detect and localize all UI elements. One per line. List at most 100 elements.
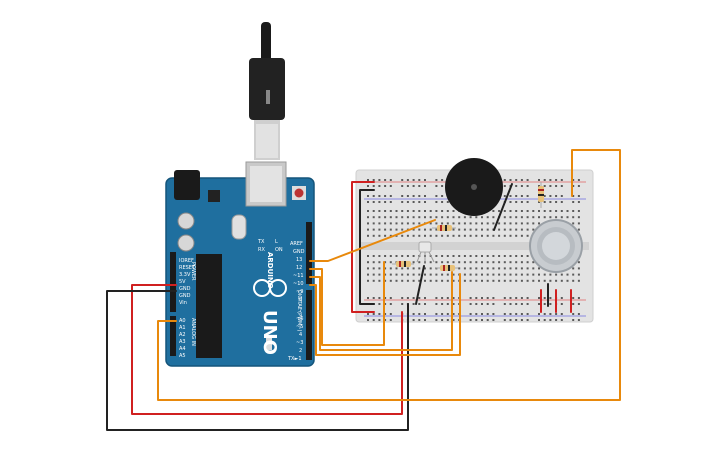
breadboard-hole[interactable]: [520, 255, 523, 257]
breadboard-hole[interactable]: [526, 297, 529, 299]
breadboard-hole[interactable]: [406, 267, 409, 270]
breadboard-hole[interactable]: [384, 228, 387, 231]
breadboard-hole[interactable]: [498, 210, 501, 212]
breadboard-hole[interactable]: [406, 279, 409, 282]
breadboard-hole[interactable]: [378, 179, 381, 181]
breadboard-hole[interactable]: [543, 273, 546, 276]
breadboard-hole[interactable]: [367, 261, 369, 264]
breadboard-hole[interactable]: [463, 261, 466, 264]
breadboard-hole[interactable]: [378, 313, 381, 315]
breadboard-hole[interactable]: [526, 179, 529, 181]
breadboard-hole[interactable]: [549, 297, 552, 299]
breadboard-hole[interactable]: [526, 201, 529, 203]
breadboard-hole[interactable]: [367, 319, 369, 321]
breadboard-hole[interactable]: [532, 210, 535, 212]
breadboard-hole[interactable]: [492, 267, 495, 270]
breadboard-hole[interactable]: [515, 216, 518, 219]
breadboard-hole[interactable]: [503, 261, 506, 264]
breadboard-hole[interactable]: [401, 303, 404, 305]
breadboard-hole[interactable]: [503, 185, 506, 187]
breadboard-hole[interactable]: [367, 297, 369, 299]
breadboard-hole[interactable]: [412, 195, 415, 197]
breadboard-hole[interactable]: [424, 201, 426, 203]
breadboard-hole[interactable]: [406, 234, 409, 237]
breadboard-hole[interactable]: [378, 261, 381, 264]
breadboard-hole[interactable]: [498, 267, 501, 270]
breadboard-hole[interactable]: [526, 210, 529, 212]
breadboard-hole[interactable]: [406, 210, 409, 212]
breadboard-hole[interactable]: [418, 210, 421, 212]
breadboard-hole[interactable]: [389, 319, 392, 321]
breadboard-hole[interactable]: [424, 185, 426, 187]
breadboard-hole[interactable]: [572, 222, 575, 225]
breadboard-hole[interactable]: [446, 261, 449, 264]
breadboard-hole[interactable]: [406, 273, 409, 276]
breadboard-hole[interactable]: [384, 195, 387, 197]
breadboard-hole[interactable]: [424, 319, 426, 321]
breadboard-hole[interactable]: [475, 279, 478, 282]
breadboard-hole[interactable]: [492, 210, 495, 212]
breadboard-hole[interactable]: [446, 210, 449, 212]
usb-cable-icon[interactable]: [249, 22, 285, 160]
breadboard-hole[interactable]: [577, 185, 580, 187]
breadboard-hole[interactable]: [520, 201, 523, 203]
breadboard-hole[interactable]: [389, 216, 392, 219]
breadboard-hole[interactable]: [526, 319, 529, 321]
breadboard-hole[interactable]: [520, 313, 523, 315]
breadboard-hole[interactable]: [372, 273, 375, 276]
breadboard-hole[interactable]: [543, 313, 546, 315]
breadboard-hole[interactable]: [389, 201, 392, 203]
breadboard-hole[interactable]: [538, 201, 540, 203]
breadboard-hole[interactable]: [441, 195, 444, 197]
breadboard-hole[interactable]: [538, 222, 540, 225]
breadboard-hole[interactable]: [452, 303, 455, 305]
reset-button[interactable]: [294, 188, 304, 198]
breadboard-hole[interactable]: [372, 319, 375, 321]
breadboard-hole[interactable]: [555, 313, 558, 315]
breadboard-hole[interactable]: [441, 279, 444, 282]
breadboard-hole[interactable]: [441, 222, 444, 225]
breadboard-hole[interactable]: [509, 195, 512, 197]
breadboard-hole[interactable]: [503, 279, 506, 282]
breadboard-hole[interactable]: [515, 222, 518, 225]
breadboard-hole[interactable]: [452, 255, 455, 257]
breadboard-hole[interactable]: [441, 210, 444, 212]
breadboard-hole[interactable]: [526, 273, 529, 276]
breadboard-hole[interactable]: [492, 255, 495, 257]
breadboard-hole[interactable]: [515, 303, 518, 305]
breadboard-hole[interactable]: [441, 303, 444, 305]
breadboard-hole[interactable]: [441, 234, 444, 237]
breadboard-hole[interactable]: [543, 279, 546, 282]
breadboard-hole[interactable]: [446, 222, 449, 225]
breadboard-hole[interactable]: [486, 267, 489, 270]
breadboard-hole[interactable]: [572, 319, 575, 321]
breadboard-hole[interactable]: [389, 297, 392, 299]
breadboard-hole[interactable]: [520, 234, 523, 237]
breadboard-hole[interactable]: [572, 210, 575, 212]
breadboard-hole[interactable]: [515, 201, 518, 203]
breadboard-hole[interactable]: [520, 279, 523, 282]
breadboard-hole[interactable]: [378, 267, 381, 270]
breadboard-hole[interactable]: [372, 210, 375, 212]
breadboard-hole[interactable]: [429, 216, 432, 219]
breadboard-hole[interactable]: [543, 216, 546, 219]
breadboard-hole[interactable]: [424, 267, 426, 270]
breadboard-hole[interactable]: [452, 210, 455, 212]
breadboard-hole[interactable]: [469, 279, 472, 282]
breadboard-hole[interactable]: [401, 297, 404, 299]
breadboard-hole[interactable]: [435, 185, 438, 187]
breadboard-hole[interactable]: [389, 303, 392, 305]
breadboard-hole[interactable]: [475, 303, 478, 305]
breadboard-hole[interactable]: [429, 234, 432, 237]
breadboard-hole[interactable]: [515, 195, 518, 197]
breadboard-hole[interactable]: [412, 261, 415, 264]
wire-orange[interactable]: [309, 261, 385, 346]
breadboard-hole[interactable]: [538, 297, 540, 299]
breadboard-hole[interactable]: [378, 216, 381, 219]
breadboard-hole[interactable]: [492, 313, 495, 315]
breadboard-hole[interactable]: [509, 179, 512, 181]
breadboard-hole[interactable]: [367, 185, 369, 187]
breadboard-hole[interactable]: [463, 255, 466, 257]
breadboard-hole[interactable]: [384, 297, 387, 299]
breadboard-hole[interactable]: [412, 210, 415, 212]
